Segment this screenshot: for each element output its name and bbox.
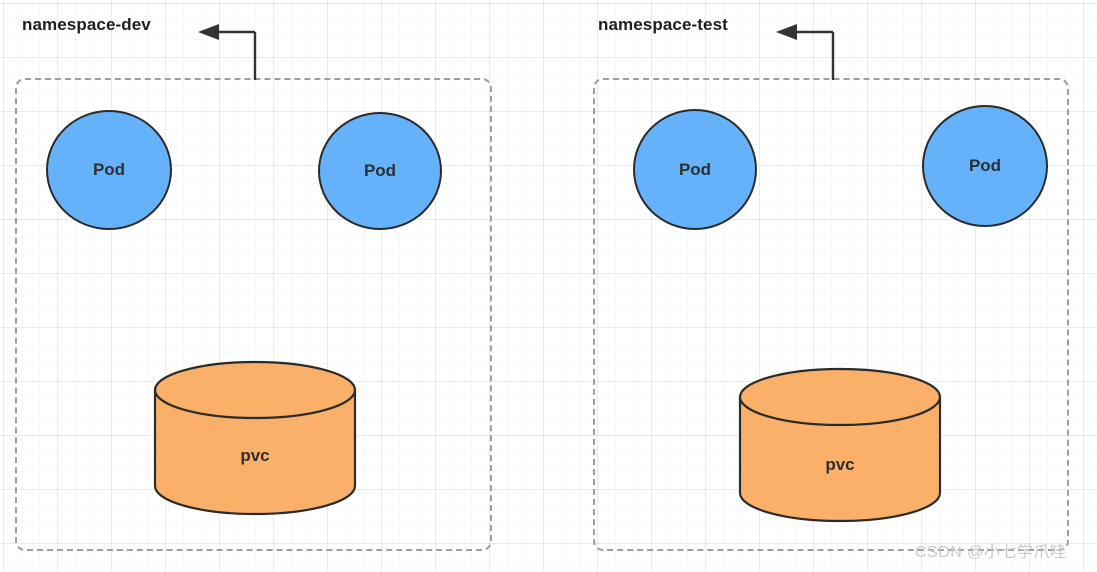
pod-node[interactable]: Pod (633, 109, 757, 230)
namespace-label-test: namespace-test (598, 15, 728, 34)
pvc-label: pvc (240, 446, 270, 465)
namespace-container-dev[interactable] (15, 78, 492, 551)
pod-label: Pod (363, 161, 397, 180)
namespace-label-dev: namespace-dev (22, 15, 151, 34)
pvc-label: pvc (825, 455, 855, 474)
pod-label: Pod (678, 159, 712, 179)
pod-node[interactable]: Pod (922, 105, 1048, 227)
pvc-cylinder[interactable]: pvc (153, 360, 357, 516)
pod-label: Pod (968, 156, 1002, 175)
pod-node[interactable]: Pod (46, 110, 172, 230)
namespace-pointer-arrow-test (776, 24, 835, 80)
pod-label: Pod (92, 160, 126, 179)
pvc-cylinder[interactable]: pvc (738, 365, 942, 525)
namespace-pointer-arrow-dev (198, 24, 257, 80)
namespace-container-test[interactable] (593, 78, 1069, 551)
pod-node[interactable]: Pod (318, 112, 442, 230)
watermark: CSDN @小七学爪哇 (915, 544, 1067, 561)
